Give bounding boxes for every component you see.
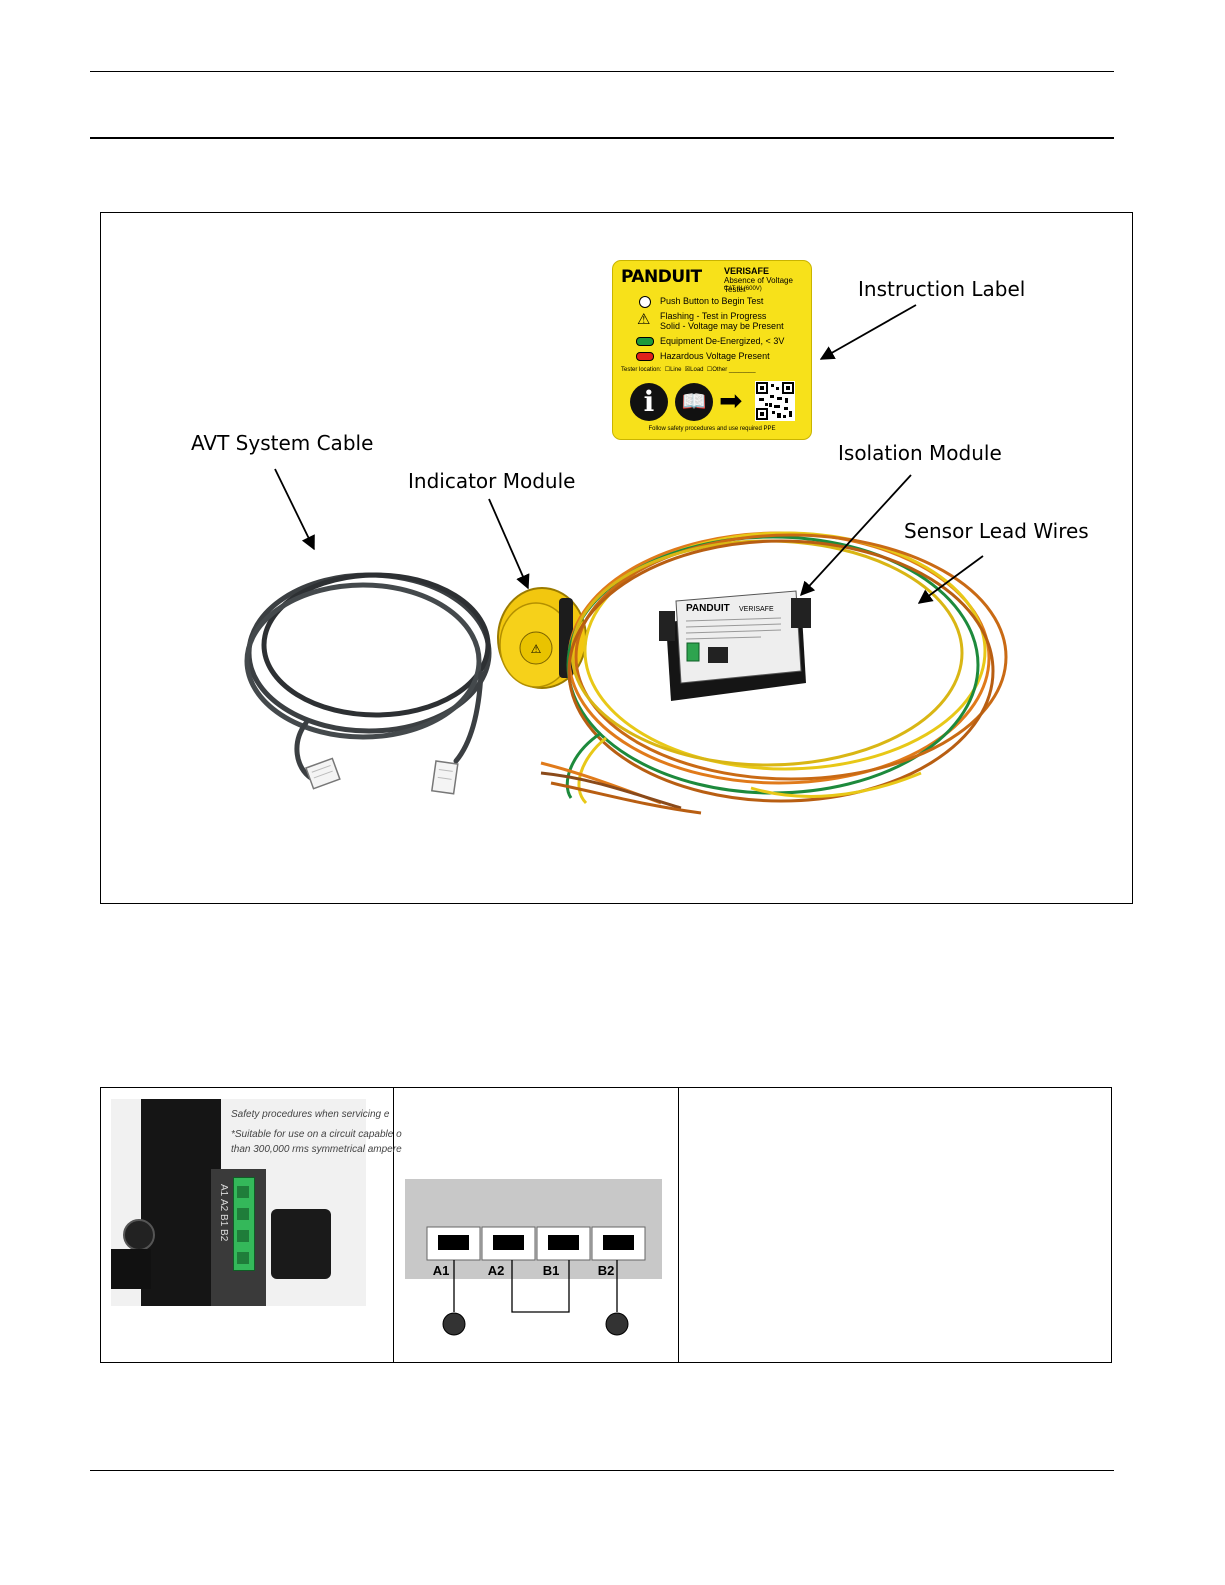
location-other: Other	[712, 367, 728, 373]
tester-location-line: Tester location: ☐Line ☒Load ☐Other ____…	[621, 367, 756, 373]
instruction-label: PANDUIT VERISAFE Absence of Voltage Test…	[612, 260, 812, 440]
red-indicator-icon	[636, 352, 654, 361]
closeup-cover	[271, 1209, 331, 1279]
location-prefix: Tester location:	[621, 367, 662, 373]
indicator-module: ⚠	[497, 587, 587, 689]
read-manual-icon: 📖	[675, 383, 713, 421]
product-illustration: ⚠ PANDUIT VERISAFE	[244, 304, 1008, 815]
terminal-diagram: A1 A2 B1 B2	[405, 1179, 662, 1336]
label-product: VERISAFE	[724, 266, 770, 276]
label-row-hazardous: Hazardous Voltage Present	[660, 351, 770, 361]
callout-arrows	[274, 304, 984, 604]
terminal-label-b1: B1	[543, 1263, 560, 1278]
terminal-label-b2: B2	[598, 1263, 615, 1278]
terminal-closeup-photo: Safety procedures when servicing e *Suit…	[111, 1099, 402, 1306]
svg-text:⚠: ⚠	[531, 642, 542, 656]
info-icon: i	[630, 383, 668, 421]
push-button-circle-icon	[639, 296, 651, 308]
terminal-label-a1: A1	[433, 1263, 450, 1278]
module-product: VERISAFE	[739, 606, 774, 613]
label-rating: CAT III (600V)	[724, 286, 762, 292]
closeup-knob	[123, 1219, 155, 1251]
header-rule-top	[90, 71, 1114, 72]
sensor-lead-b2-end	[605, 1312, 629, 1336]
qr-code-icon	[755, 381, 795, 421]
callout-isolation-module: Isolation Module	[838, 441, 1002, 465]
sensor-lead-a1-end	[442, 1312, 466, 1336]
closeup-terminal-labels: A1 A2 B1 B2	[218, 1184, 229, 1242]
closeup-text-1: Safety procedures when servicing e	[231, 1109, 390, 1120]
callout-indicator-module: Indicator Module	[408, 469, 576, 493]
warning-triangle-icon: ⚠	[637, 311, 651, 328]
label-row-deenergized: Equipment De-Energized, < 3V	[660, 336, 785, 346]
header-rule-bottom	[90, 137, 1114, 139]
isolation-module: PANDUIT VERISAFE	[659, 590, 811, 701]
arrow-right-icon: ➡	[719, 385, 743, 416]
callout-sensor-lead-wires: Sensor Lead Wires	[904, 519, 1089, 543]
label-footer: Follow safety procedures and use require…	[648, 426, 776, 432]
label-subtitle: Absence of Voltage Tester	[724, 276, 793, 294]
terminal-label-a2: A2	[488, 1263, 505, 1278]
jumper-wire	[511, 1260, 570, 1313]
panduit-logo: PANDUIT	[621, 267, 702, 287]
rj45-connector-left	[305, 757, 341, 790]
terminal-slots	[426, 1226, 646, 1261]
label-row-solid: Solid - Voltage may be Present	[660, 321, 784, 331]
green-indicator-icon	[636, 337, 654, 346]
terminal-diagram-cell: A1 A2 B1 B2	[394, 1088, 679, 1362]
location-load: Load	[690, 367, 704, 373]
terminal-table: Safety procedures when servicing e *Suit…	[100, 1087, 1112, 1363]
rj45-connector-right	[430, 760, 459, 795]
closeup-bracket	[111, 1249, 151, 1289]
closeup-text-2: *Suitable for use on a circuit capable o	[231, 1129, 402, 1140]
label-row-flashing: Flashing - Test in Progress	[660, 311, 767, 321]
closeup-text-3: than 300,000 rms symmetrical ampere	[231, 1144, 402, 1155]
module-brand: PANDUIT	[686, 603, 730, 614]
closeup-housing	[141, 1099, 221, 1306]
terminal-description-cell	[679, 1088, 1111, 1362]
sensor-lead-wires	[540, 531, 1008, 815]
footer-rule	[90, 1470, 1114, 1471]
avt-system-cable	[244, 572, 492, 781]
closeup-terminal-block	[233, 1177, 255, 1271]
terminal-closeup-cell: Safety procedures when servicing e *Suit…	[101, 1088, 402, 1362]
location-line: Line	[670, 367, 682, 373]
callout-instruction-label: Instruction Label	[858, 277, 1026, 301]
label-row-push: Push Button to Begin Test	[660, 296, 764, 306]
callout-avt-system-cable: AVT System Cable	[191, 431, 374, 455]
component-figure: PANDUIT VERISAFE Absence of Voltage Test…	[100, 212, 1133, 904]
